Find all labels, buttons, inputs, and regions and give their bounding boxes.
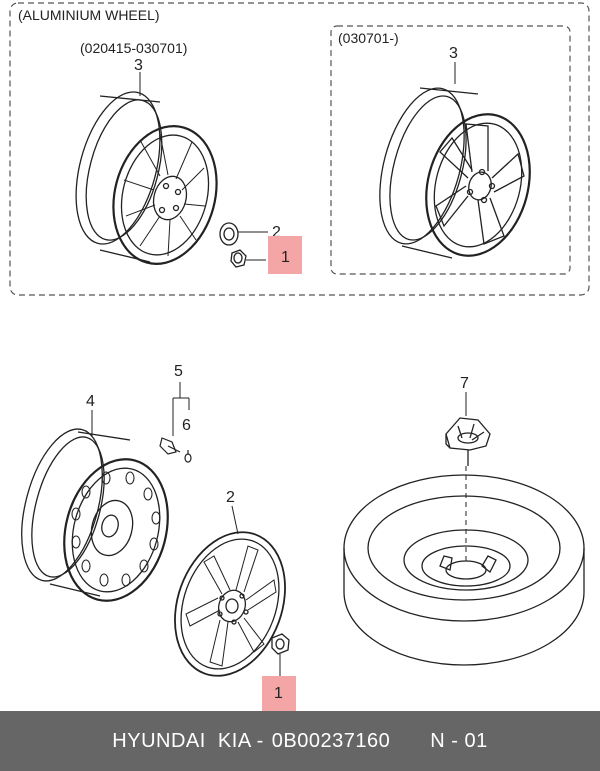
- callout-alu-a-nut: 1: [281, 249, 290, 266]
- center-cap-a: [219, 222, 239, 246]
- range-b-frame: [330, 25, 571, 275]
- highlight-alu-a-nut: [268, 236, 302, 274]
- range-label-a: (020415-030701): [80, 40, 187, 56]
- section-title: (ALUMINIUM WHEEL): [18, 7, 160, 23]
- callout-lug-nut: 1: [274, 685, 283, 702]
- lug-nut-a: [230, 249, 247, 268]
- spare-tire: [343, 474, 585, 666]
- hub-cover: [174, 531, 286, 677]
- footer-bar: HYUNDAI KIA - 0B00237160 N - 01: [0, 711, 600, 771]
- callout-steel-wheel: 4: [86, 393, 95, 410]
- callout-valve-core: 6: [182, 417, 191, 434]
- callout-hub-cover: 2: [226, 489, 235, 506]
- callout-alu-a-wheel: 3: [134, 57, 143, 74]
- callout-alu-a-cap: 2: [272, 224, 281, 241]
- leader-valve-group: [172, 382, 190, 436]
- callout-spare-clamp: 7: [460, 375, 469, 392]
- aluminium-section-frame: [9, 2, 590, 296]
- steel-wheel: [21, 428, 169, 602]
- callout-alu-b-wheel: 3: [449, 45, 458, 62]
- alloy-wheel-b: [379, 87, 531, 259]
- parts-diagram: (ALUMINIUM WHEEL) (020415-030701) (03070…: [9, 2, 590, 711]
- footer-brand: HYUNDAI KIA -: [112, 729, 264, 752]
- range-label-b: (030701-): [338, 30, 399, 46]
- callout-valve-group: 5: [174, 363, 183, 380]
- valve-core: [184, 450, 192, 463]
- lug-nut-steel: [271, 633, 290, 655]
- footer-page-ref: N - 01: [430, 729, 488, 752]
- spare-tire-clamp: [445, 417, 491, 466]
- valve-stem: [159, 437, 181, 455]
- leader-hub-cover: [231, 505, 239, 535]
- alloy-wheel-a: [75, 91, 218, 265]
- highlight-lug-nut: [262, 676, 296, 711]
- footer-part-number: 0B00237160: [271, 729, 391, 752]
